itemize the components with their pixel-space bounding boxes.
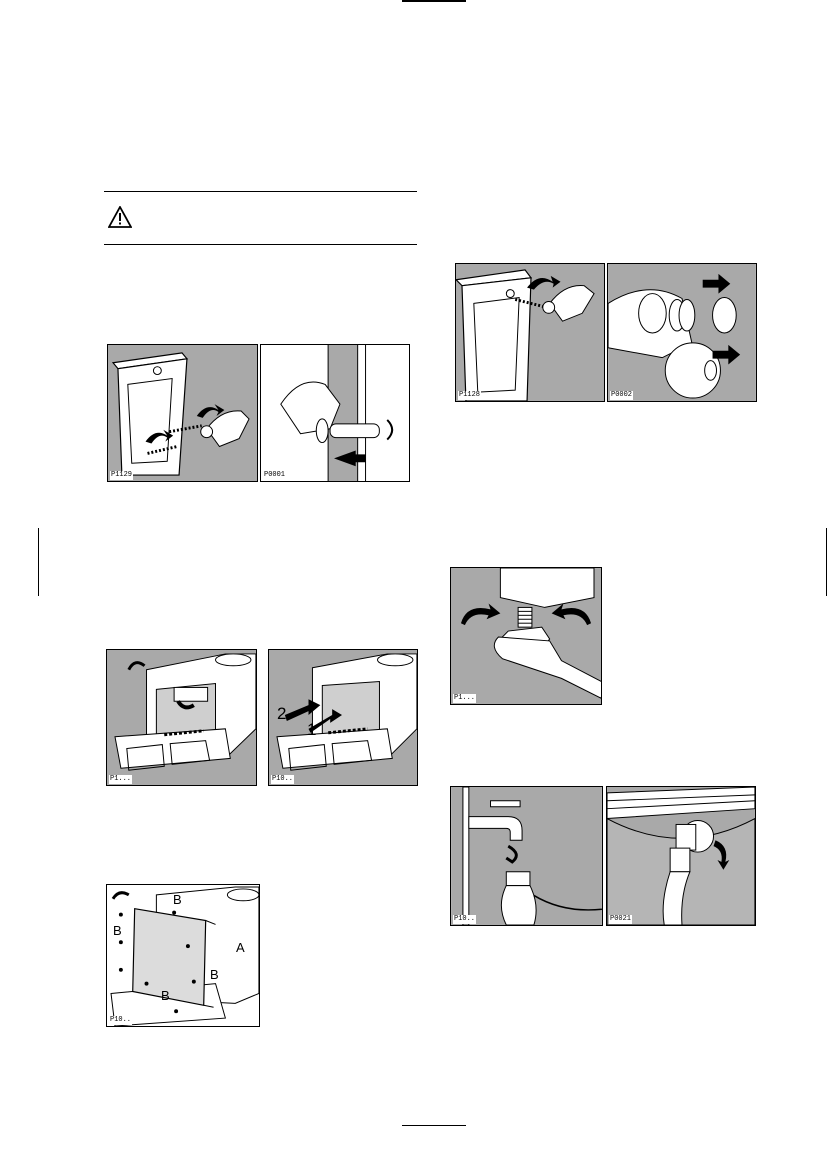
panel-label-b-bottom: B — [161, 988, 170, 1003]
figure-code: P1... — [453, 694, 477, 703]
figure-code: P1129 — [110, 471, 134, 480]
figure-code: P1... — [109, 775, 133, 784]
figure-drum-remove-bracket: P1... — [106, 649, 257, 786]
figure-insert-caps: P0002 — [607, 263, 757, 402]
figure-insert-plug: P0001 — [260, 344, 410, 482]
figure-drum-pull-bracket: 2 1 P10.. — [268, 649, 418, 786]
left-margin-mark — [38, 528, 39, 596]
figure-code: P0021 — [609, 915, 633, 924]
panel-label-b-left: B — [113, 923, 122, 938]
figure-code: P0001 — [263, 471, 287, 480]
figure-code: P0002 — [610, 391, 634, 400]
figure-code: P10.. — [271, 775, 295, 784]
bottom-center-bar — [402, 1125, 466, 1126]
panel-label-b-right: B — [210, 967, 219, 982]
figure-remove-transit-bolts: P1129 — [107, 344, 258, 482]
step-label-1: 1 — [307, 720, 317, 739]
figure-remove-bolt-upper: P1128 — [455, 263, 605, 402]
panel-label-a: A — [236, 940, 245, 955]
figure-code: P10.. — [109, 1016, 133, 1025]
figure-connect-hose-machine: P0021 — [606, 786, 756, 926]
top-center-bar — [402, 0, 466, 2]
right-margin-mark — [826, 528, 827, 596]
figure-code: P10.. — [453, 915, 477, 924]
warning-bottom-rule — [104, 244, 417, 245]
warning-top-rule — [104, 191, 417, 192]
panel-label-b-top: B — [173, 892, 182, 907]
figure-fit-back-panel: B B B A B P10.. — [106, 884, 260, 1027]
figure-adjust-feet: P1... — [450, 567, 602, 705]
warning-triangle-icon — [107, 205, 133, 228]
figure-connect-hose-tap: P10.. — [450, 786, 603, 926]
step-label-2: 2 — [277, 704, 287, 723]
figure-code: P1128 — [458, 391, 482, 400]
